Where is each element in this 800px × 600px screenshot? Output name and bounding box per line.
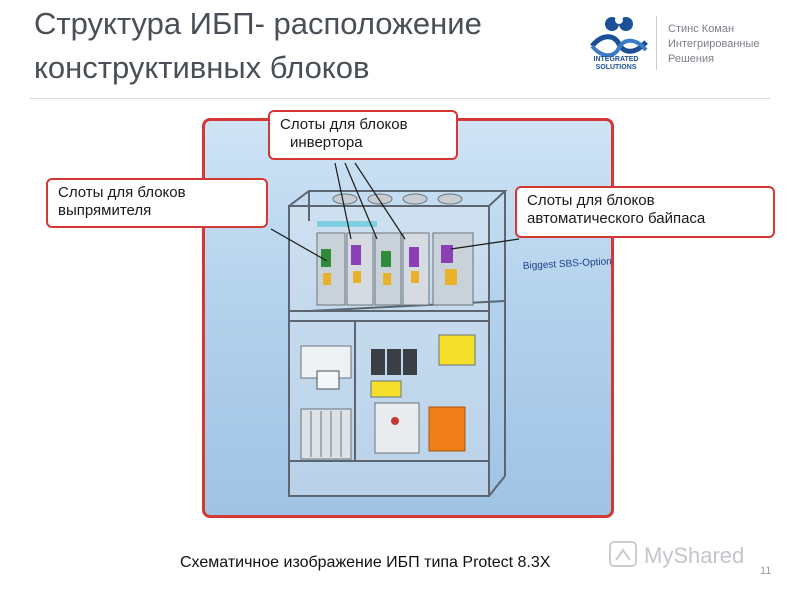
company-name: Стинс Коман Интегрированные Решения bbox=[668, 22, 793, 67]
lower-components bbox=[300, 334, 476, 460]
callout-inverter-line-1: Слоты для блоков bbox=[280, 116, 408, 133]
module-slots bbox=[316, 221, 474, 306]
slide-title: Структура ИБП- расположение конструктивн… bbox=[34, 6, 482, 85]
company-line-2: Интегрированные bbox=[668, 38, 760, 50]
company-line-1: Стинс Коман bbox=[668, 23, 735, 35]
callout-rectifier-line-1: Слоты для блоков bbox=[58, 184, 186, 201]
callout-inverter-slots: Слоты для блоков инвертора bbox=[268, 110, 458, 160]
company-line-3: Решения bbox=[668, 53, 715, 65]
callout-bypass-line-2: автоматического байпаса bbox=[527, 210, 706, 227]
sbs-option-label: Biggest SBS-Option bbox=[523, 256, 611, 272]
myshared-watermark: MyShared bbox=[609, 541, 744, 568]
callout-inverter-line-2: инвертора bbox=[290, 134, 363, 151]
logo-line-1: INTEGRATED bbox=[593, 56, 639, 63]
title-divider bbox=[30, 98, 770, 99]
ups-cabinet-illustration: Biggest SBS-Option bbox=[202, 118, 614, 518]
callout-pointers bbox=[270, 162, 520, 262]
logo-line-2: SOLUTIONS bbox=[595, 64, 637, 71]
watermark-text: MyShared bbox=[644, 543, 744, 568]
integrated-solutions-logo bbox=[590, 16, 648, 58]
logo-wordmark: INTEGRATED SOLUTIONS bbox=[586, 56, 646, 72]
callout-bypass-line-1: Слоты для блоков bbox=[527, 192, 655, 209]
top-fans bbox=[332, 193, 463, 205]
watermark-logo-icon bbox=[609, 541, 637, 567]
page-number: 11 bbox=[760, 565, 772, 577]
logo-divider bbox=[656, 16, 657, 70]
callout-rectifier-slots: Слоты для блоков выпрямителя bbox=[46, 178, 268, 228]
logo-emblem-icon bbox=[590, 16, 648, 58]
callout-bypass-slots: Слоты для блоков автоматического байпаса bbox=[515, 186, 775, 238]
figure-caption: Схематичное изображение ИБП типа Protect… bbox=[180, 554, 551, 571]
callout-rectifier-line-2: выпрямителя bbox=[58, 202, 152, 219]
